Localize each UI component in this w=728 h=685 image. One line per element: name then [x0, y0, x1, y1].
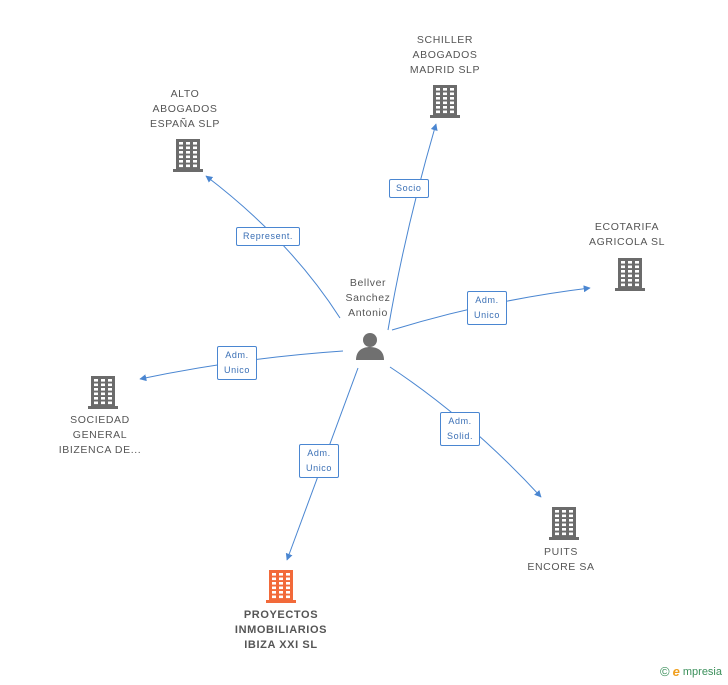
brand-name: mpresia	[682, 665, 722, 678]
building-icon-proyectos[interactable]	[266, 568, 296, 604]
person-label[interactable]: Bellver Sanchez Antonio	[345, 277, 391, 319]
empresia-logo-icon: e	[672, 664, 680, 679]
building-icon-alto[interactable]	[173, 137, 203, 173]
edge-label-represent[interactable]: Represent.	[236, 227, 301, 246]
company-label-ecotarifa[interactable]: ECOTARIFA AGRICOLA SL	[588, 221, 666, 248]
company-label-sociedad[interactable]: SOCIEDAD GENERAL IBIZENCA DE...	[58, 414, 142, 456]
company-label-puits[interactable]: PUITS ENCORE SA	[527, 546, 595, 573]
building-icon-ecotarifa[interactable]	[615, 256, 645, 292]
building-icon-schiller[interactable]	[430, 83, 460, 119]
company-label-proyectos[interactable]: PROYECTOS INMOBILIARIOS IBIZA XXI SL	[234, 609, 328, 651]
building-icon-sociedad[interactable]	[88, 374, 118, 410]
company-label-alto[interactable]: ALTO ABOGADOS ESPAÑA SLP	[149, 88, 220, 130]
copyright-icon: ©	[660, 664, 670, 679]
building-icon-puits[interactable]	[549, 505, 579, 541]
edge-label-proyectos[interactable]: Adm. Unico	[299, 444, 340, 478]
edge-line-socio	[387, 123, 438, 331]
edge-label-ecotarifa[interactable]: Adm. Unico	[467, 291, 508, 325]
edge-label-puits[interactable]: Adm. Solid.	[440, 412, 481, 446]
edge-label-sociedad[interactable]: Adm. Unico	[217, 346, 258, 380]
person-icon[interactable]	[355, 331, 385, 361]
edge-label-socio[interactable]: Socio	[389, 179, 429, 198]
company-label-schiller[interactable]: SCHILLER ABOGADOS MADRID SLP	[409, 34, 481, 76]
